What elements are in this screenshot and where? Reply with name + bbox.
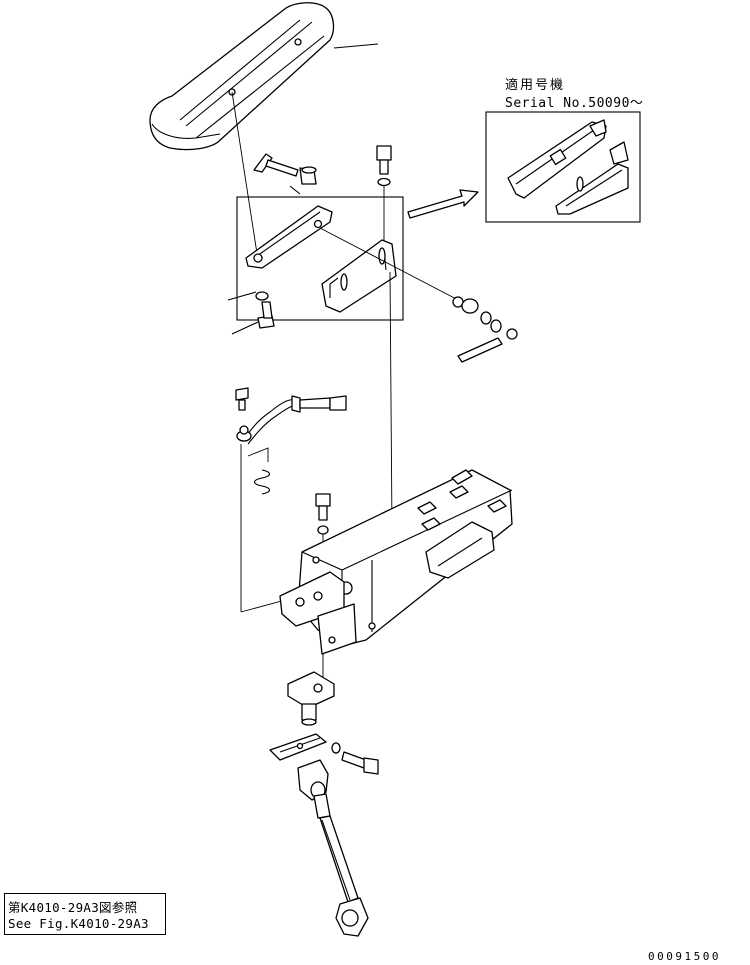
serial-applicability-label-ja: 適用号機 xyxy=(505,78,566,93)
drawing-number: 00091500 xyxy=(648,950,721,963)
figure-reference-en: See Fig.K4010-29A3 xyxy=(8,916,149,931)
lower-mount xyxy=(287,671,335,726)
armrest-pad xyxy=(149,2,379,261)
right-washers-link xyxy=(452,296,518,363)
serial-inset xyxy=(485,111,641,223)
figure-reference-ja: 第K4010-29A3図参照 xyxy=(8,900,138,915)
reference-box xyxy=(4,893,166,935)
serial-applicability-label-en: Serial No.50090～ xyxy=(505,96,644,111)
hinge-pin-set xyxy=(253,153,317,195)
main-frame xyxy=(279,469,513,655)
bracket-box xyxy=(236,196,463,531)
inset-arrow xyxy=(407,189,479,219)
washer-bolt-left xyxy=(227,291,275,335)
sensor-harness xyxy=(235,387,347,613)
clamp-and-bolt xyxy=(269,733,379,775)
universal-joint-shaft xyxy=(297,759,369,937)
